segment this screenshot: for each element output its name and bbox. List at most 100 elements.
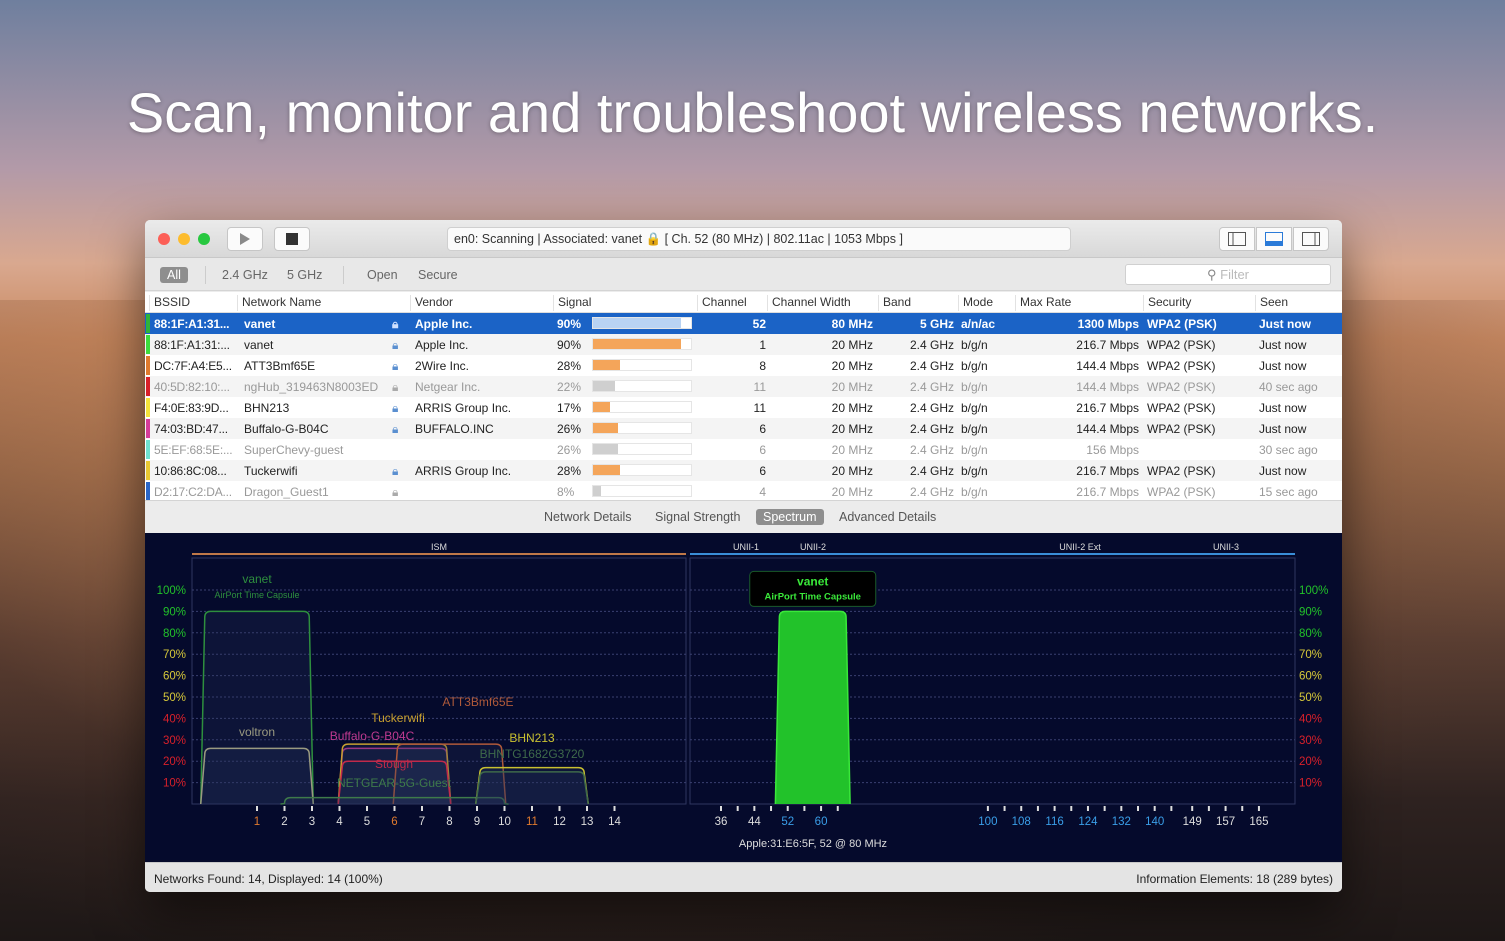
x-tick-label: 140 — [1145, 816, 1164, 828]
table-row[interactable]: DC:7F:A4:E5... ATT3Bmf65E 🔒︎ 2Wire Inc. … — [145, 355, 1342, 376]
toggle-bottom-panel-button[interactable] — [1256, 227, 1292, 251]
y-tick-label-right: 90% — [1299, 606, 1322, 618]
column-header[interactable]: Mode — [958, 295, 993, 311]
network-name: ngHub_319463N8003ED — [244, 380, 379, 394]
close-button[interactable] — [158, 233, 170, 245]
x-tick-label: 5 — [364, 816, 370, 828]
y-tick-label-right: 40% — [1299, 713, 1322, 725]
tab-signal-strength[interactable]: Signal Strength — [655, 510, 741, 524]
column-header[interactable]: Seen — [1255, 295, 1288, 311]
mode: a/n/ac — [961, 317, 996, 331]
channel: 6 — [759, 422, 766, 436]
network-trace-label: Tuckerwifi — [371, 711, 425, 725]
network-trace-label: BHNTG1682G3720 — [480, 747, 585, 761]
toggle-left-sidebar-button[interactable] — [1219, 227, 1255, 251]
table-row[interactable]: 88:1F:A1:31... vanet 🔒︎ Apple Inc. 90% 5… — [145, 313, 1342, 334]
tab-advanced-details[interactable]: Advanced Details — [839, 510, 937, 524]
seen: Just now — [1259, 422, 1307, 436]
y-tick-label-right: 100% — [1299, 585, 1328, 597]
sidebar-right-icon — [1302, 232, 1320, 246]
detail-tabs: Network Details Signal Strength Spectrum… — [145, 500, 1342, 533]
band: 2.4 GHz — [909, 401, 954, 415]
network-trace-label: Stough — [375, 757, 413, 771]
table-row[interactable]: 88:1F:A1:31:... vanet 🔒︎ Apple Inc. 90% … — [145, 334, 1342, 355]
max-rate: 1300 Mbps — [1077, 317, 1139, 331]
column-header[interactable]: Vendor — [410, 295, 453, 311]
stop-button[interactable] — [274, 227, 310, 251]
signal-bar — [592, 317, 692, 329]
mode: b/g/n — [961, 464, 988, 478]
channel: 4 — [759, 485, 766, 499]
network-trace-label: NETGEAR-5G-Guest — [337, 776, 452, 790]
band: 2.4 GHz — [909, 380, 954, 394]
bssid: 74:03:BD:47... — [154, 422, 228, 436]
max-rate: 216.7 Mbps — [1076, 401, 1139, 415]
play-button[interactable] — [227, 227, 263, 251]
play-icon — [240, 233, 250, 245]
channel: 52 — [752, 317, 766, 331]
table-row[interactable]: D2:17:C2:DA... Dragon_Guest1 🔒︎ 8% 4 20 … — [145, 481, 1342, 502]
bottom-panel-icon — [1265, 232, 1283, 246]
x-tick-label: 2 — [281, 816, 287, 828]
table-row[interactable]: F4:0E:83:9D... BHN213 🔒︎ ARRIS Group Inc… — [145, 397, 1342, 418]
network-trace — [475, 771, 589, 805]
region-label: ISM — [431, 542, 447, 552]
column-header[interactable]: Max Rate — [1015, 295, 1071, 311]
network-color-stripe — [146, 398, 150, 417]
table-row[interactable]: 10:86:8C:08... Tuckerwifi 🔒︎ ARRIS Group… — [145, 460, 1342, 481]
table-row[interactable]: 5E:EF:68:5E:... SuperChevy-guest 26% 6 2… — [145, 439, 1342, 460]
network-trace — [200, 610, 314, 805]
y-tick-label-left: 100% — [157, 585, 186, 597]
app-window: en0: Scanning | Associated: vanet 🔒 [ Ch… — [145, 220, 1342, 892]
toggle-right-sidebar-button[interactable] — [1293, 227, 1329, 251]
network-name: Dragon_Guest1 — [244, 485, 329, 499]
information-elements: Information Elements: 18 (289 bytes) — [1136, 872, 1333, 886]
network-name: vanet — [244, 317, 276, 331]
band: 2.4 GHz — [909, 464, 954, 478]
seen: Just now — [1259, 359, 1307, 373]
bssid: F4:0E:83:9D... — [154, 401, 229, 415]
column-header[interactable]: Network Name — [237, 295, 321, 311]
signal-percent: 90% — [557, 338, 582, 352]
network-trace — [337, 743, 452, 805]
tab-spectrum[interactable]: Spectrum — [756, 509, 824, 525]
filter-open[interactable]: Open — [367, 268, 398, 282]
x-tick-label: 13 — [581, 816, 594, 828]
max-rate: 144.4 Mbps — [1076, 422, 1139, 436]
signal-bar — [592, 401, 692, 413]
lock-icon: 🔒︎ — [392, 338, 399, 352]
band: 5 GHz — [919, 317, 954, 331]
tab-network-details[interactable]: Network Details — [544, 510, 632, 524]
filter-search-input[interactable]: ⚲ Filter — [1125, 264, 1331, 285]
seen: Just now — [1259, 464, 1307, 478]
region-label: UNII-3 — [1213, 542, 1239, 552]
column-header[interactable]: Security — [1143, 295, 1191, 311]
x-tick-label: 165 — [1249, 816, 1268, 828]
zoom-button[interactable] — [198, 233, 210, 245]
bssid: D2:17:C2:DA... — [154, 485, 232, 499]
mode: b/g/n — [961, 401, 988, 415]
y-tick-label-right: 30% — [1299, 735, 1322, 747]
search-icon: ⚲ — [1206, 267, 1217, 282]
column-header[interactable]: Signal — [553, 295, 591, 311]
column-header[interactable]: Channel — [697, 295, 747, 311]
x-tick-label: 44 — [748, 816, 761, 828]
seen: 30 sec ago — [1259, 443, 1318, 457]
y-tick-label-left: 60% — [163, 671, 186, 683]
filter-24ghz[interactable]: 2.4 GHz — [222, 268, 268, 282]
column-header[interactable]: Band — [878, 295, 911, 311]
minimize-button[interactable] — [178, 233, 190, 245]
seen: Just now — [1259, 338, 1307, 352]
table-row[interactable]: 74:03:BD:47... Buffalo-G-B04C 🔒︎ BUFFALO… — [145, 418, 1342, 439]
column-header[interactable]: Channel Width — [767, 295, 851, 311]
table-row[interactable]: 40:5D:82:10:... ngHub_319463N8003ED 🔒︎ N… — [145, 376, 1342, 397]
filter-secure[interactable]: Secure — [418, 268, 458, 282]
vendor: Netgear Inc. — [415, 380, 481, 394]
signal-bar — [592, 422, 692, 434]
network-color-stripe — [146, 440, 150, 459]
filter-all[interactable]: All — [160, 267, 188, 283]
column-header[interactable]: BSSID — [149, 295, 190, 311]
signal-bar — [592, 359, 692, 371]
filter-5ghz[interactable]: 5 GHz — [287, 268, 323, 282]
network-trace-label: vanet — [242, 572, 272, 586]
